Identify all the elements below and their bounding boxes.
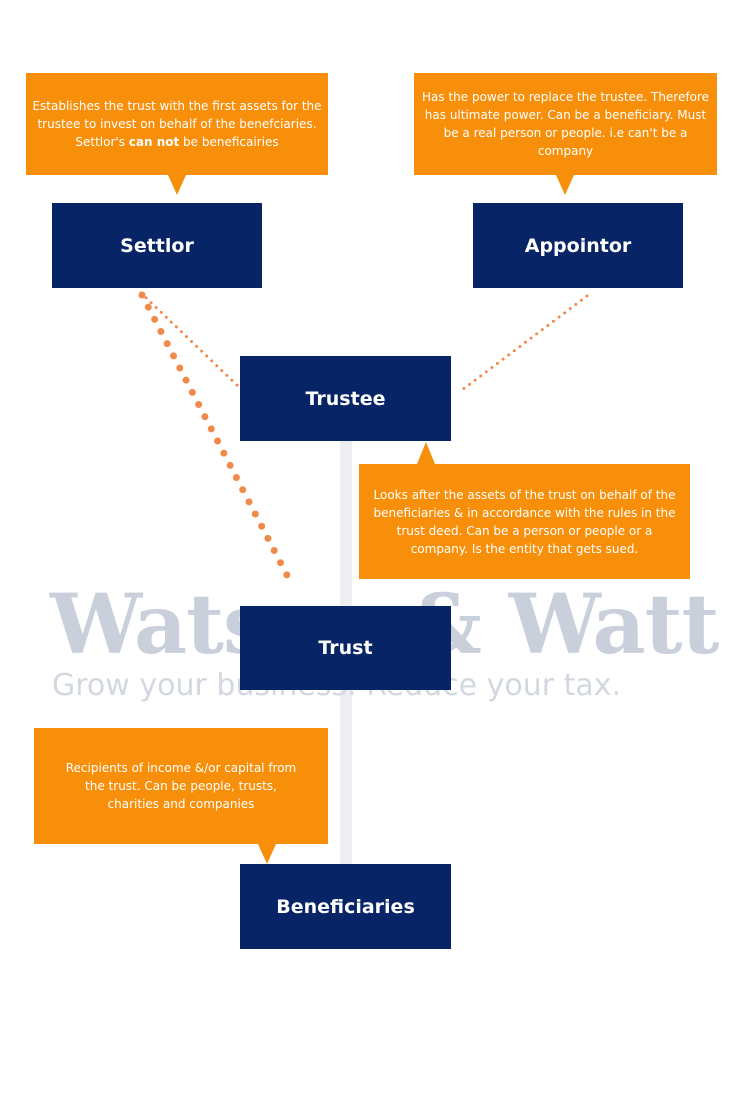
- settlor-callout: Establishes the trust with the first ass…: [26, 73, 328, 175]
- trustee-callout-pointer: [417, 442, 435, 464]
- appointor-trustee-connector: [460, 294, 589, 392]
- settlor-node: Settlor: [52, 203, 262, 288]
- beneficiaries-callout: Recipients of income &/or capital from t…: [34, 728, 328, 844]
- trustee-node: Trustee: [240, 356, 451, 441]
- settlor-callout-suffix: be beneficairies: [179, 135, 279, 149]
- beneficiaries-callout-text: Recipients of income &/or capital from t…: [65, 761, 297, 811]
- settlor-callout-text: Establishes the trust with the first ass…: [32, 99, 322, 131]
- appointor-callout: Has the power to replace the trustee. Th…: [414, 73, 717, 175]
- beneficiaries-node: Beneficiaries: [240, 864, 451, 949]
- appointor-callout-pointer: [556, 175, 574, 195]
- trustee-callout-text: Looks after the assets of the trust on b…: [373, 487, 676, 556]
- settlor-callout-prefix: Settlor's: [75, 135, 129, 149]
- beneficiaries-callout-pointer: [258, 844, 276, 864]
- settlor-callout-pointer: [168, 175, 186, 195]
- settlor-callout-emphasis: can not: [128, 135, 180, 149]
- settlor-trust-connector: [138, 291, 295, 587]
- settlor-trustee-connector: [139, 291, 242, 390]
- appointor-node: Appointor: [473, 203, 683, 288]
- trust-node: Trust: [240, 606, 451, 690]
- trustee-callout: Looks after the assets of the trust on b…: [359, 464, 690, 579]
- appointor-callout-text: Has the power to replace the trustee. Th…: [422, 90, 709, 158]
